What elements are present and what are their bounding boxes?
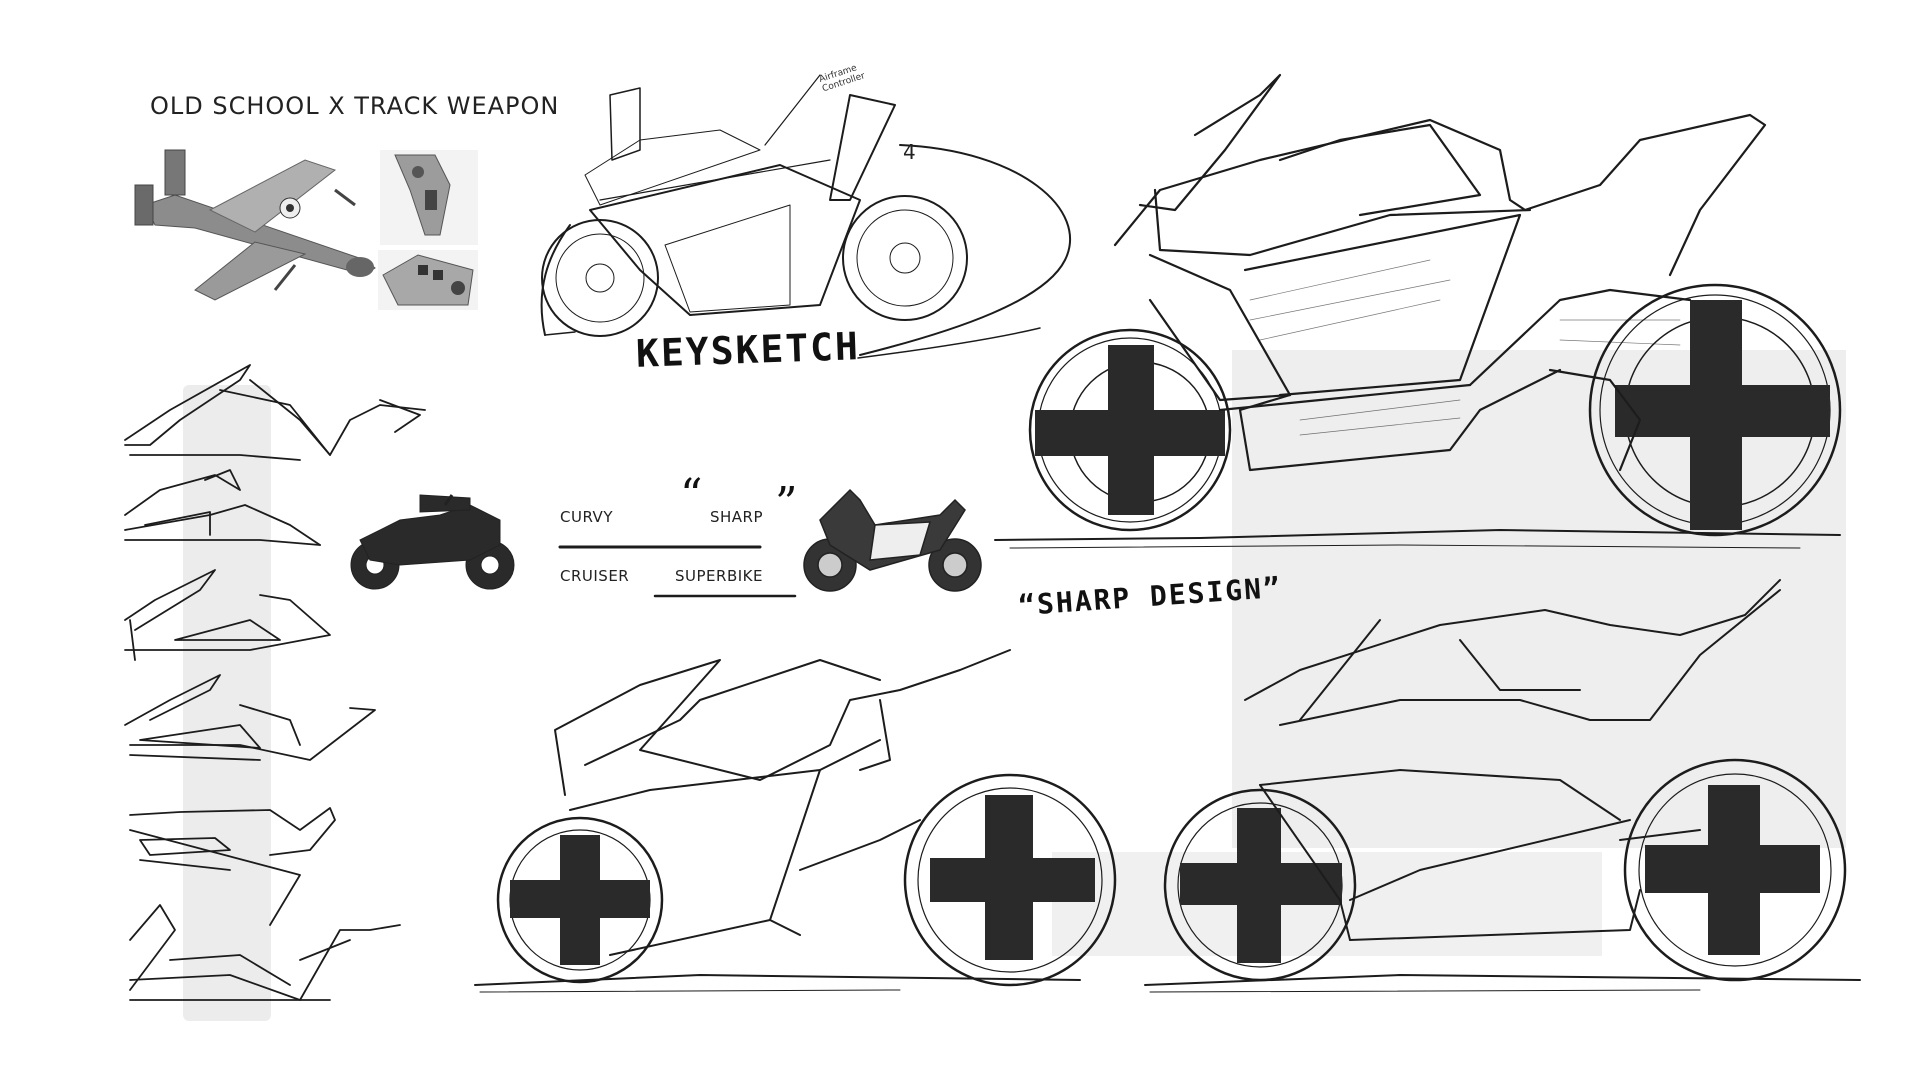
- sharp-quote-close: ”: [775, 478, 798, 529]
- thumb-sketch-4: [124, 674, 376, 761]
- keysketch-front-wheel: [541, 219, 659, 337]
- keysketch-rear-wheel: [842, 195, 968, 321]
- controller-top-image: [380, 150, 478, 245]
- page-title: OLD SCHOOL X TRACK WEAPON: [150, 92, 560, 120]
- label-curvy: CURVY: [560, 508, 613, 526]
- bomber-airplane-image: [134, 149, 376, 301]
- label-sharp: SHARP: [710, 508, 764, 526]
- main-rear-wheel: [1588, 283, 1842, 537]
- br-rear-wheel: [1623, 758, 1847, 982]
- main-front-wheel: [1028, 328, 1232, 532]
- thumb-sketch-1: [124, 364, 426, 461]
- br-front-wheel: [1163, 788, 1357, 982]
- bl-front-wheel: [496, 816, 664, 984]
- thumb-sketch-5: [129, 807, 336, 926]
- thumb-sketch-3: [124, 569, 331, 661]
- label-superbike: SUPERBIKE: [675, 567, 763, 585]
- thumb-sketch-2: [124, 469, 321, 546]
- bl-rear-wheel: [903, 773, 1117, 987]
- controller-bottom-image: [378, 250, 478, 310]
- step-number: 4: [903, 140, 916, 164]
- thumb-sketch-6: [129, 904, 401, 1001]
- sharp-quote-open: “: [680, 470, 703, 521]
- left-grey-strip: [183, 385, 271, 1021]
- label-cruiser: CRUISER: [560, 567, 630, 585]
